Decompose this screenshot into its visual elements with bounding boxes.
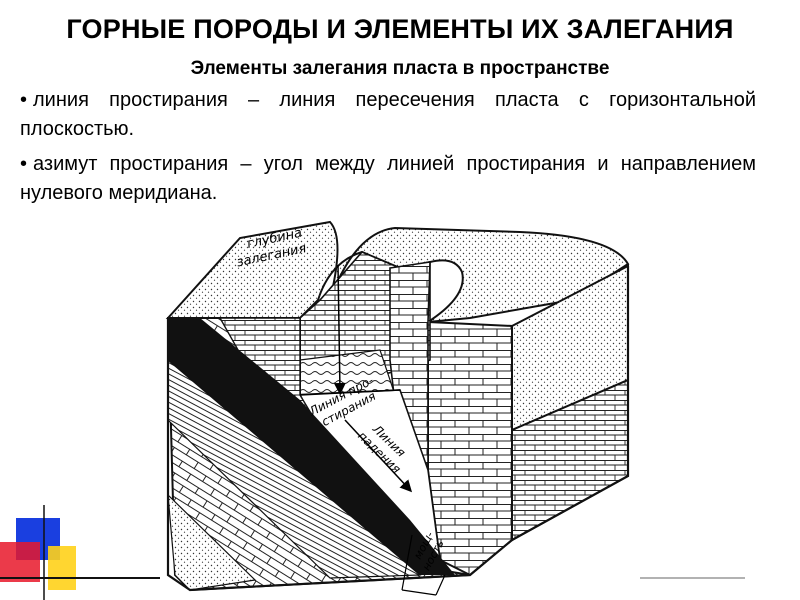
deco-red-square: [0, 542, 40, 582]
depth-arrow: [333, 264, 346, 395]
page-subtitle: Элементы залегания пласта в пространстве: [190, 58, 610, 79]
bullet-marker: •: [20, 153, 28, 175]
definition-strike-azimuth: •азимут простирания – угол между линией …: [20, 150, 756, 208]
deco-yellow-square: [48, 546, 76, 590]
corner-decoration: [0, 505, 160, 600]
definition-strike-line: •линия простирания – линия пересечения п…: [20, 86, 756, 144]
block-outline: [166, 266, 630, 592]
coal-bed: [168, 318, 455, 575]
bullet-marker: •: [20, 89, 28, 111]
strike-line: [299, 389, 401, 396]
definition-text: линия простирания – линия пересечения пл…: [20, 89, 756, 140]
definition-text: азимут простирания – угол между линией п…: [20, 153, 756, 204]
definition-list: •линия простирания – линия пересечения п…: [20, 86, 756, 214]
thickness-bracket: [401, 534, 446, 596]
page-title: ГОРНЫЕ ПОРОДЫ И ЭЛЕМЕНТЫ ИХ ЗАЛЕГАНИЯ: [66, 14, 734, 44]
dip-arrow: [344, 419, 413, 493]
front-right-limestone: [427, 320, 513, 577]
